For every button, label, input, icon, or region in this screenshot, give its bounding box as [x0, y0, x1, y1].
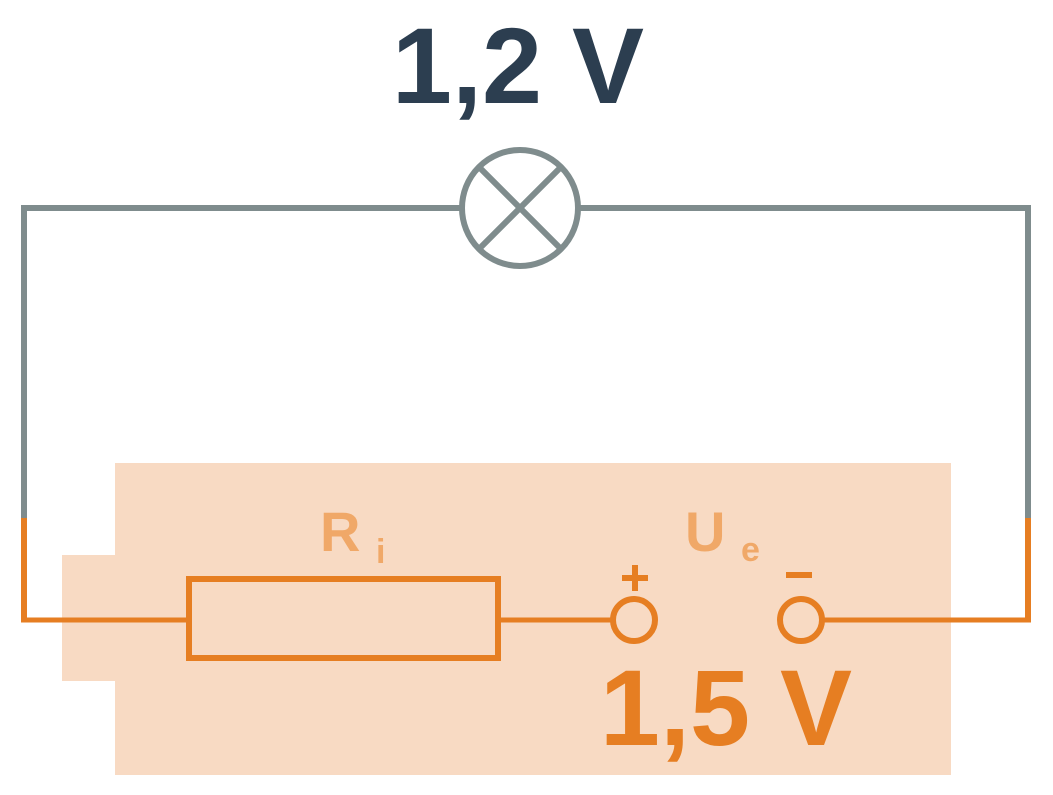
wire-top-left	[21, 205, 460, 520]
wire-top-right	[580, 205, 1031, 520]
internal-resistance-main: R	[320, 500, 360, 563]
plus-sign-icon	[622, 565, 648, 591]
internal-resistance-sub: i	[376, 533, 385, 571]
lamp-circle	[459, 147, 581, 269]
source-emf-main: U	[685, 500, 725, 563]
terminal-plus-icon	[610, 596, 658, 644]
outer-wire	[21, 205, 1031, 620]
source-emf-label: U e	[685, 500, 760, 569]
source-voltage-label: 1,5 V	[600, 647, 852, 768]
terminal-minus-icon	[777, 596, 825, 644]
lamp-cross-b	[476, 164, 564, 252]
internal-resistance-label: R i	[320, 500, 385, 571]
resistor-rect-icon	[186, 576, 501, 661]
source-emf-sub: e	[741, 531, 760, 569]
lamp-cross-icon	[459, 147, 581, 269]
lamp-voltage-label: 1,2 V	[392, 5, 644, 126]
